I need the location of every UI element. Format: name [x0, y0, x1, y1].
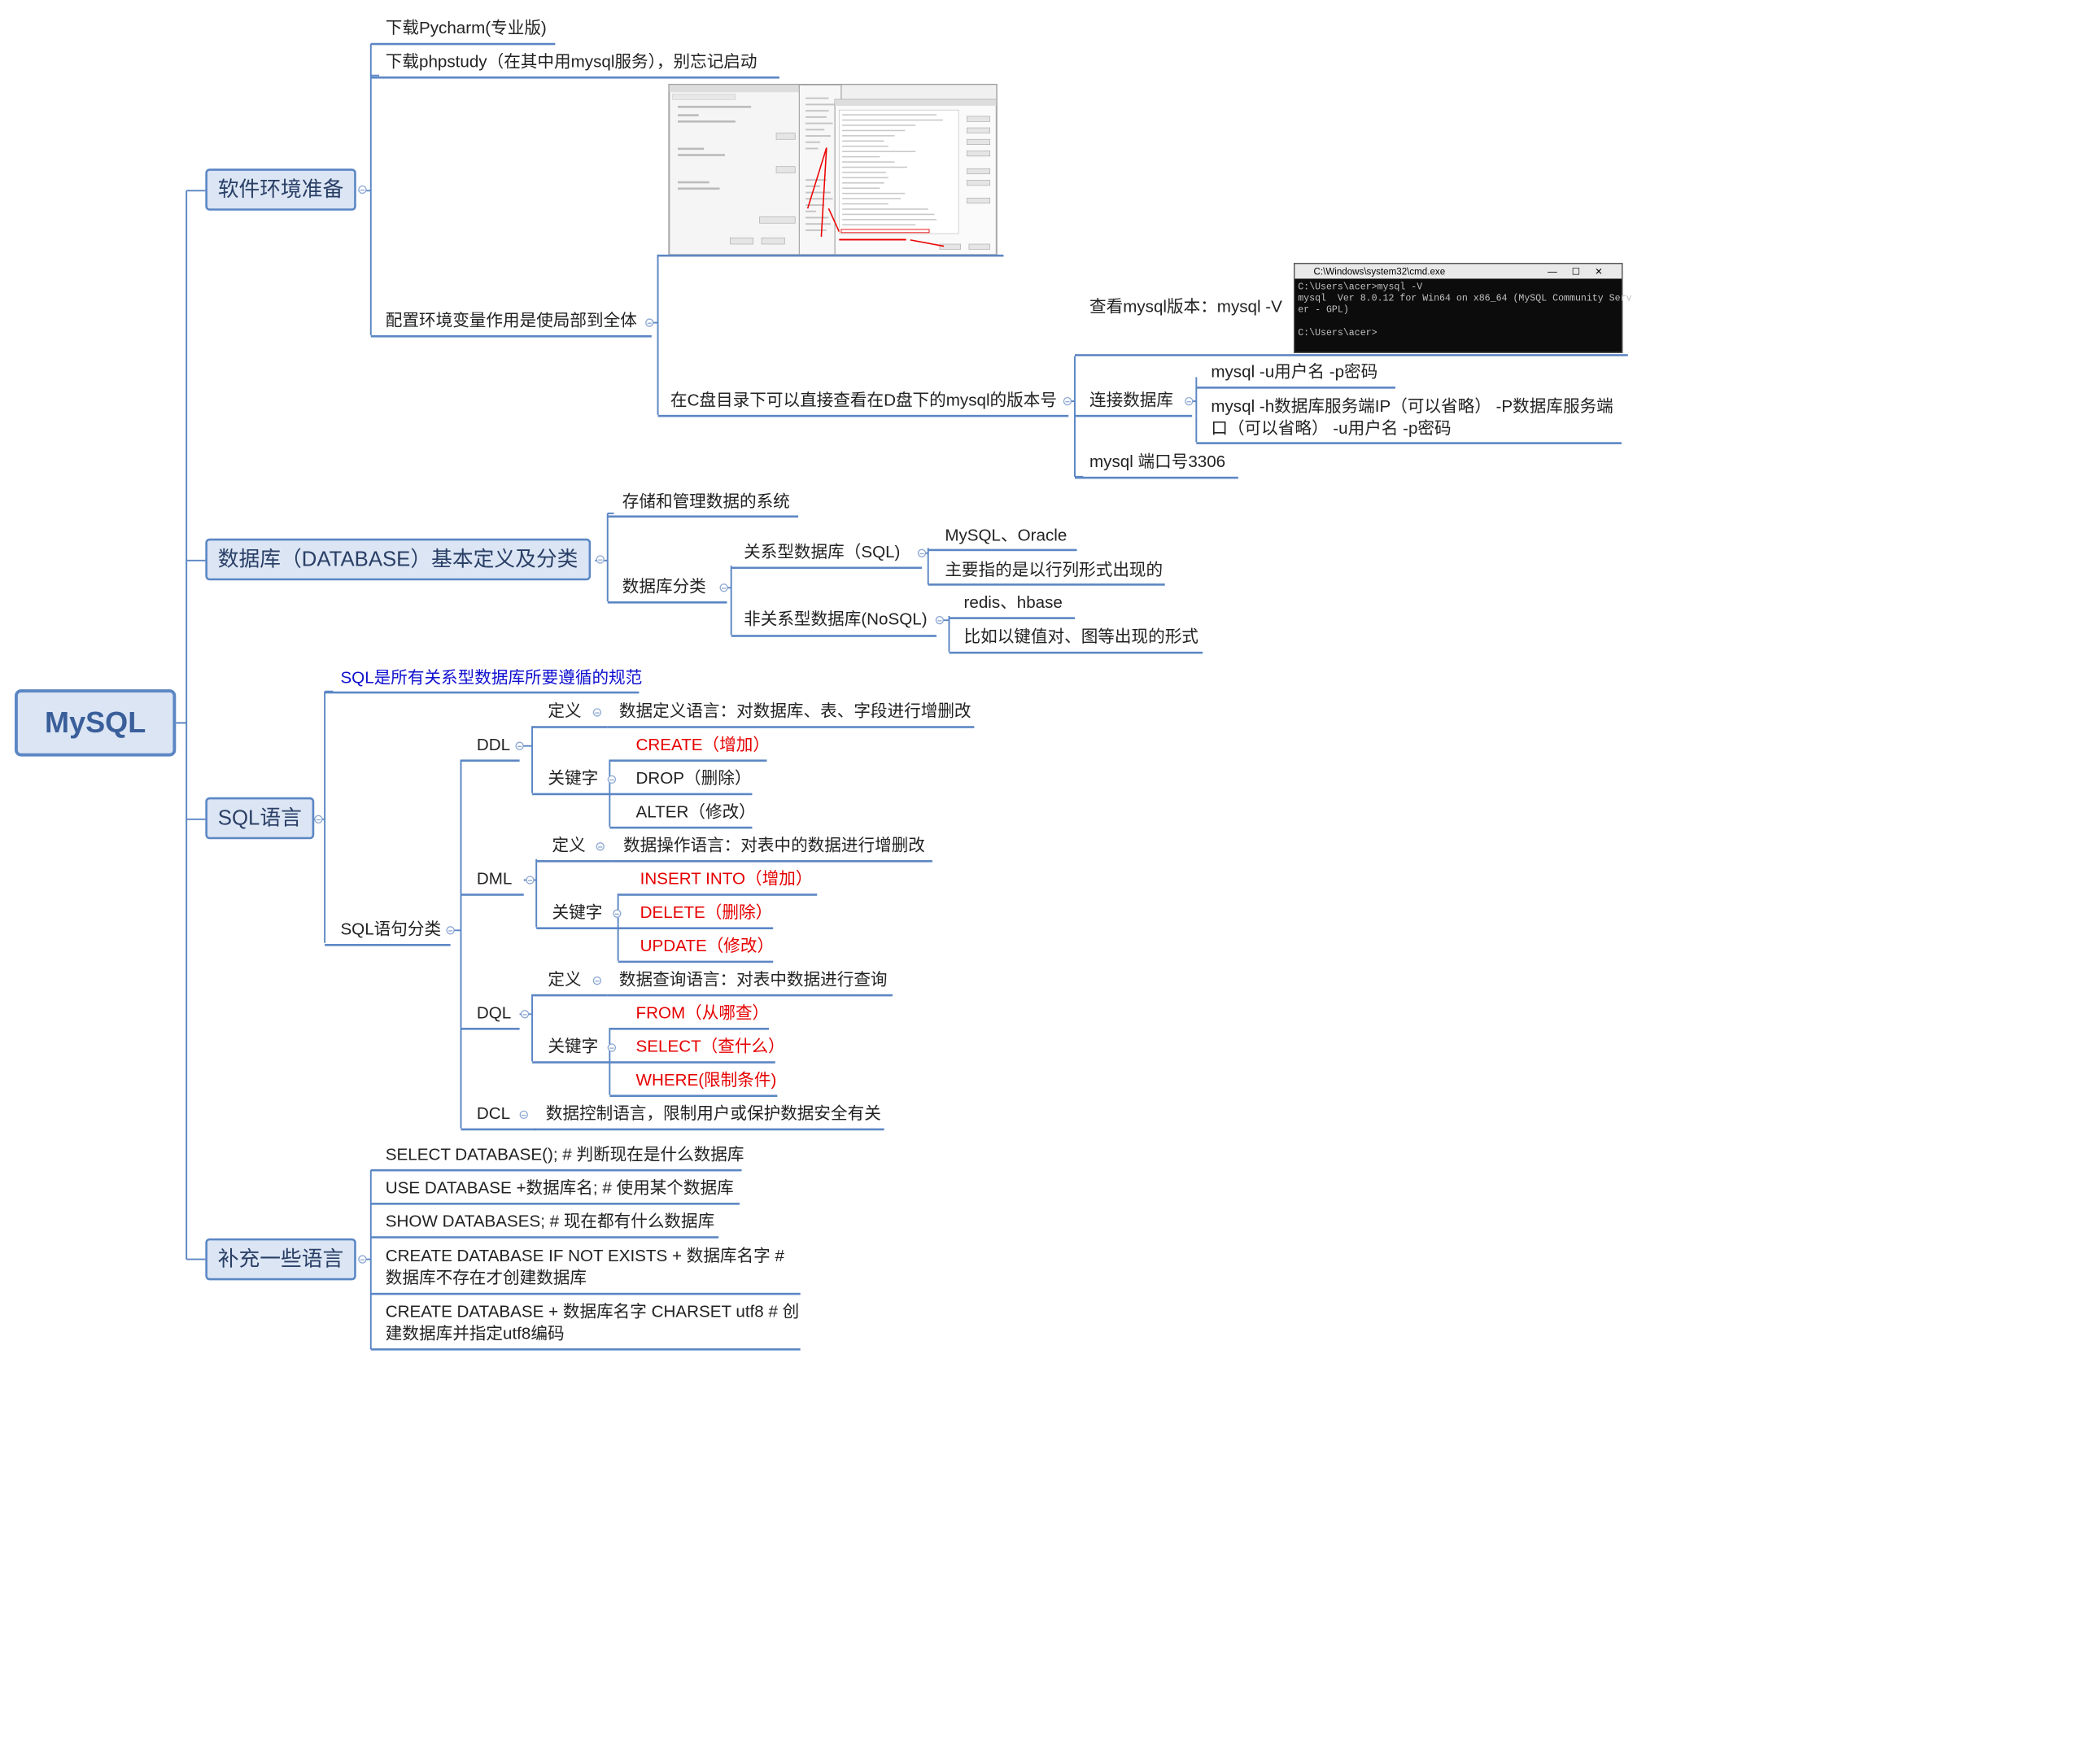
env-c-drive: 在C盘目录下可以直接查看在D盘下的mysql的版本号	[670, 391, 1057, 410]
sql-dml-def-label: 定义	[552, 837, 586, 855]
env-connect-basic: mysql -u用户名 -p密码	[1211, 363, 1378, 382]
db-relational: 关系型数据库（SQL)	[744, 544, 901, 562]
cmd-window: C:\Windows\system32\cmd.exe —☐✕ C:\Users…	[1294, 263, 1632, 353]
extra-select-database: SELECT DATABASE(); # 判断现在是什么数据库	[385, 1146, 744, 1164]
sql-dml: DML	[476, 870, 513, 889]
window-controls-icon[interactable]: —☐✕	[1548, 266, 1618, 277]
sql-dcl: DCL	[476, 1105, 511, 1124]
sql-dql-kw-label: 关键字	[548, 1038, 599, 1056]
collapse-icon[interactable]	[1063, 396, 1072, 406]
sql-dql-select: SELECT（查什么）	[635, 1038, 785, 1056]
collapse-icon[interactable]	[935, 616, 945, 625]
sql-dml-kw-label: 关键字	[552, 904, 603, 922]
db-relational-examples: MySQL、Oracle	[945, 526, 1067, 545]
collapse-icon[interactable]	[515, 741, 524, 750]
collapse-icon[interactable]	[358, 185, 367, 194]
db-classification: 数据库分类	[622, 578, 706, 596]
extra-show-databases: SHOW DATABASES; # 现在都有什么数据库	[385, 1212, 715, 1231]
sql-dml-insert: INSERT INTO（增加）	[640, 870, 813, 889]
sql-ddl: DDL	[476, 736, 511, 754]
env-var-screenshot-image	[669, 84, 998, 256]
collapse-icon[interactable]	[607, 1043, 617, 1052]
collapse-icon[interactable]	[358, 1255, 367, 1264]
sql-dql-def: 数据查询语言：对表中数据进行查询	[618, 971, 888, 989]
env-connect-full: mysql -h数据库服务端IP（可以省略） -P数据库服务端口（可以省略） -…	[1211, 398, 1613, 439]
cmd-title: C:\Windows\system32\cmd.exe	[1313, 266, 1446, 277]
sql-ddl-drop: DROP（删除）	[635, 770, 752, 788]
collapse-icon[interactable]	[314, 815, 323, 823]
collapse-icon[interactable]	[596, 555, 605, 564]
sql-ddl-create: CREATE（增加）	[635, 736, 770, 754]
collapse-icon[interactable]	[592, 708, 602, 717]
branch-sql[interactable]: SQL语言	[205, 797, 315, 840]
root-node[interactable]: MySQL	[15, 689, 177, 757]
env-item-path: 配置环境变量作用是使局部到全体	[385, 312, 637, 330]
extra-create-if-not-exists: CREATE DATABASE IF NOT EXISTS + 数据库名字 # …	[385, 1247, 784, 1288]
branch-extra[interactable]: 补充一些语言	[205, 1238, 356, 1281]
sql-ddl-def: 数据定义语言：对数据库、表、字段进行增删改	[618, 702, 971, 721]
sql-classification: SQL语句分类	[340, 920, 442, 939]
collapse-icon[interactable]	[446, 926, 455, 935]
extra-create-charset: CREATE DATABASE + 数据库名字 CHARSET utf8 # 创…	[385, 1303, 800, 1343]
sql-dml-update: UPDATE（修改）	[640, 937, 775, 956]
db-relational-desc: 主要指的是以行列形式出现的	[945, 561, 1164, 579]
collapse-icon[interactable]	[645, 318, 654, 327]
env-version: 查看mysql版本：mysql -V	[1089, 298, 1282, 317]
branch-env[interactable]: 软件环境准备	[205, 168, 356, 211]
sql-dql-where: WHERE(限制条件)	[635, 1072, 777, 1090]
collapse-icon[interactable]	[1185, 396, 1194, 406]
sql-ddl-def-label: 定义	[548, 702, 582, 721]
env-connect: 连接数据库	[1089, 391, 1174, 410]
env-port: mysql 端口号3306	[1089, 453, 1226, 472]
sql-dml-delete: DELETE（删除）	[640, 904, 773, 922]
sql-ddl-kw-label: 关键字	[548, 770, 599, 788]
collapse-icon[interactable]	[607, 775, 617, 784]
collapse-icon[interactable]	[520, 1010, 530, 1019]
collapse-icon[interactable]	[613, 909, 622, 918]
sql-dcl-def: 数据控制语言，限制用户或保护数据安全有关	[545, 1105, 881, 1124]
db-nonrelational-examples: redis、hbase	[963, 594, 1063, 612]
db-nonrelational-desc: 比如以键值对、图等出现的形式	[963, 628, 1198, 647]
sql-dql-def-label: 定义	[548, 971, 582, 989]
sql-dql-from: FROM（从哪查）	[635, 1004, 770, 1023]
db-nonrelational: 非关系型数据库(NoSQL)	[744, 610, 928, 629]
sql-ddl-alter: ALTER（修改）	[635, 803, 756, 822]
collapse-icon[interactable]	[519, 1110, 528, 1120]
collapse-icon[interactable]	[719, 583, 728, 592]
env-var-screenshot	[668, 84, 998, 256]
db-definition: 存储和管理数据的系统	[622, 493, 790, 512]
collapse-icon[interactable]	[596, 842, 605, 851]
sql-dml-def: 数据操作语言：对表中的数据进行增删改	[623, 837, 925, 855]
extra-use-database: USE DATABASE +数据库名; # 使用某个数据库	[385, 1179, 734, 1198]
sql-spec: SQL是所有关系型数据库所要遵循的规范	[340, 669, 643, 688]
collapse-icon[interactable]	[917, 548, 927, 557]
branch-database[interactable]: 数据库（DATABASE）基本定义及分类	[205, 538, 591, 581]
env-item-phpstudy: 下载phpstudy（在其中用mysql服务），别忘记启动	[385, 53, 757, 72]
env-item-pycharm: 下载Pycharm(专业版)	[385, 20, 547, 38]
collapse-icon[interactable]	[592, 976, 602, 985]
sql-dql: DQL	[476, 1004, 512, 1023]
collapse-icon[interactable]	[526, 876, 535, 885]
